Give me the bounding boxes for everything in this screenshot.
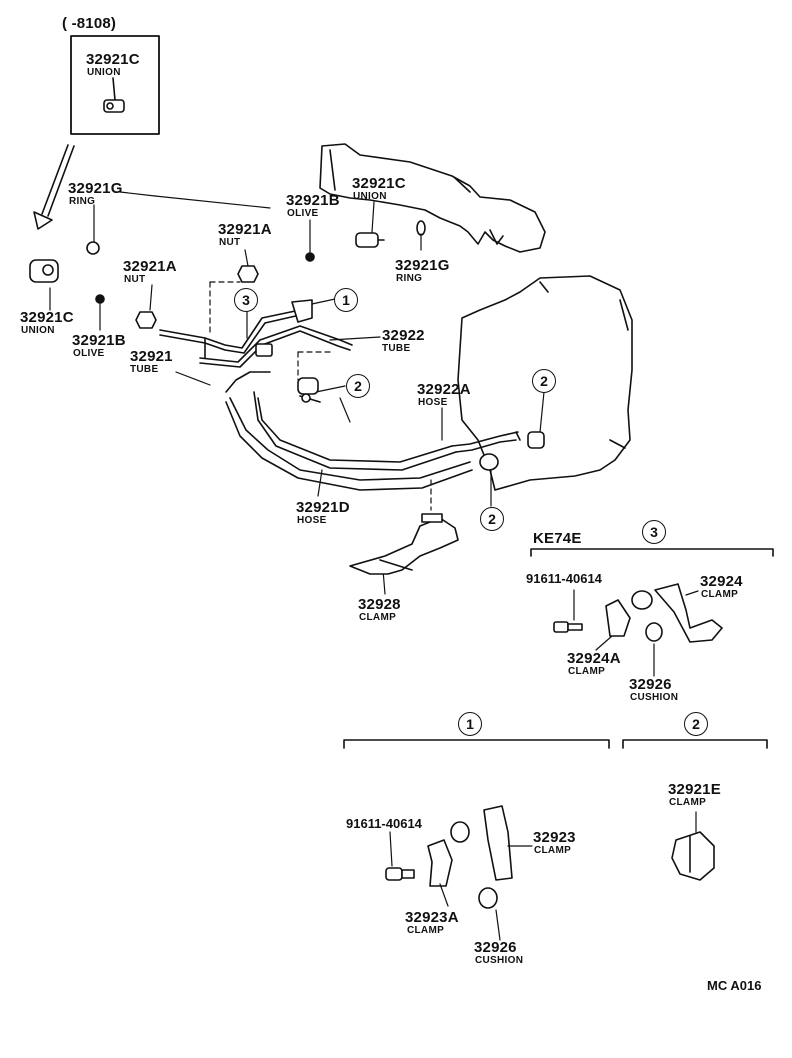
name-32921a-upper: NUT <box>219 237 241 248</box>
d3-clamp-b <box>605 599 631 637</box>
callout-2-main-a: 2 <box>346 374 370 398</box>
name-32921: TUBE <box>130 364 159 375</box>
detail1-clamp-b-name: CLAMP <box>407 925 445 936</box>
detail3-clamp-b-name: CLAMP <box>568 666 606 677</box>
name-32921d: HOSE <box>297 515 327 526</box>
detail2-bracket <box>622 739 768 749</box>
label-32921g-right: 32921G <box>395 257 450 274</box>
name-32921g-top: RING <box>69 196 96 207</box>
d3-clamp-a <box>654 583 723 643</box>
callout-1-main: 1 <box>334 288 358 312</box>
union-inset <box>103 99 125 113</box>
detail2-clamp-number: 32921E <box>668 781 721 798</box>
detail2-clamp-name: CLAMP <box>669 797 707 808</box>
detail1-clamp-a-number: 32923 <box>533 829 576 846</box>
d1-bolt <box>385 867 415 881</box>
name-32921b-top: OLIVE <box>287 208 319 219</box>
name-32922: TUBE <box>382 343 411 354</box>
inset-part-number: 32921C <box>86 51 140 68</box>
detail3-bolt-number: 91611-40614 <box>526 571 602 586</box>
callout-3-main: 3 <box>234 288 258 312</box>
name-32928: CLAMP <box>359 612 397 623</box>
name-32921g-right: RING <box>396 273 423 284</box>
inset-box <box>70 35 160 135</box>
detail3-clamp-a-number: 32924 <box>700 573 743 590</box>
callout-2-detail: 2 <box>684 712 708 736</box>
nut-left <box>135 311 157 329</box>
label-32922a: 32922A <box>417 381 471 398</box>
d3-cushion-b <box>645 622 663 642</box>
label-32921g-top: 32921G <box>68 180 123 197</box>
name-32921b-left: OLIVE <box>73 348 105 359</box>
label-32921b-top: 32921B <box>286 192 340 209</box>
detail3-header: KE74E <box>533 530 582 547</box>
d1-cushion-b <box>478 887 498 909</box>
label-32921: 32921 <box>130 348 173 365</box>
detail3-cushion-name: CUSHION <box>630 692 679 703</box>
callout-3-detail: 3 <box>642 520 666 544</box>
label-32921b-left: 32921B <box>72 332 126 349</box>
union-left <box>29 259 59 283</box>
inset-range: ( -8108) <box>62 15 117 32</box>
nut-upper <box>237 265 259 283</box>
ring-left <box>86 241 100 255</box>
d1-clamp-b <box>427 839 453 887</box>
detail3-clamp-a-name: CLAMP <box>701 589 739 600</box>
tube-lower <box>199 325 353 363</box>
olive-left <box>95 294 105 304</box>
detail3-cushion-number: 32926 <box>629 676 672 693</box>
clamp-2-right-bottom <box>479 453 499 471</box>
inset-arrow <box>33 144 75 230</box>
d3-bolt <box>553 621 583 633</box>
d1-cushion-a <box>450 821 470 843</box>
callout-1-detail: 1 <box>458 712 482 736</box>
label-32921c-left: 32921C <box>20 309 74 326</box>
name-32921a-left: NUT <box>124 274 146 285</box>
detail1-bolt-number: 91611-40614 <box>346 816 422 831</box>
label-32921a-upper: 32921A <box>218 221 272 238</box>
callout-2-main-b: 2 <box>532 369 556 393</box>
clamp-2-right-top <box>527 431 545 449</box>
clamp-2-left <box>297 377 319 403</box>
detail3-bracket <box>530 548 774 557</box>
d1-clamp-a <box>483 805 513 881</box>
tube-32921 <box>159 309 301 349</box>
figure-code: MC A016 <box>707 978 762 993</box>
label-32921a-left: 32921A <box>123 258 177 275</box>
label-32921d: 32921D <box>296 499 350 516</box>
detail1-clamp-b-number: 32923A <box>405 909 459 926</box>
label-32922: 32922 <box>382 327 425 344</box>
transmission-outline <box>457 275 633 491</box>
detail1-bracket <box>343 739 610 749</box>
clamp-32928 <box>349 513 459 575</box>
d3-cushion-a <box>631 590 653 610</box>
label-32928: 32928 <box>358 596 401 613</box>
hose-32921d <box>225 371 471 481</box>
callout-2-main-c: 2 <box>480 507 504 531</box>
hose-32922a <box>299 395 519 447</box>
name-32921c-top: UNION <box>353 191 387 202</box>
olive-top <box>305 252 315 262</box>
bracket-1 <box>291 299 313 323</box>
ring-right <box>416 220 426 236</box>
bracket-3 <box>255 343 273 357</box>
union-top <box>355 232 385 248</box>
inset-part-name: UNION <box>87 67 121 78</box>
name-32921c-left: UNION <box>21 325 55 336</box>
name-32922a: HOSE <box>418 397 448 408</box>
label-32921c-top: 32921C <box>352 175 406 192</box>
detail1-clamp-a-name: CLAMP <box>534 845 572 856</box>
detail1-cushion-number: 32926 <box>474 939 517 956</box>
d2-clamp <box>671 831 715 881</box>
detail1-cushion-name: CUSHION <box>475 955 524 966</box>
detail3-clamp-b-number: 32924A <box>567 650 621 667</box>
